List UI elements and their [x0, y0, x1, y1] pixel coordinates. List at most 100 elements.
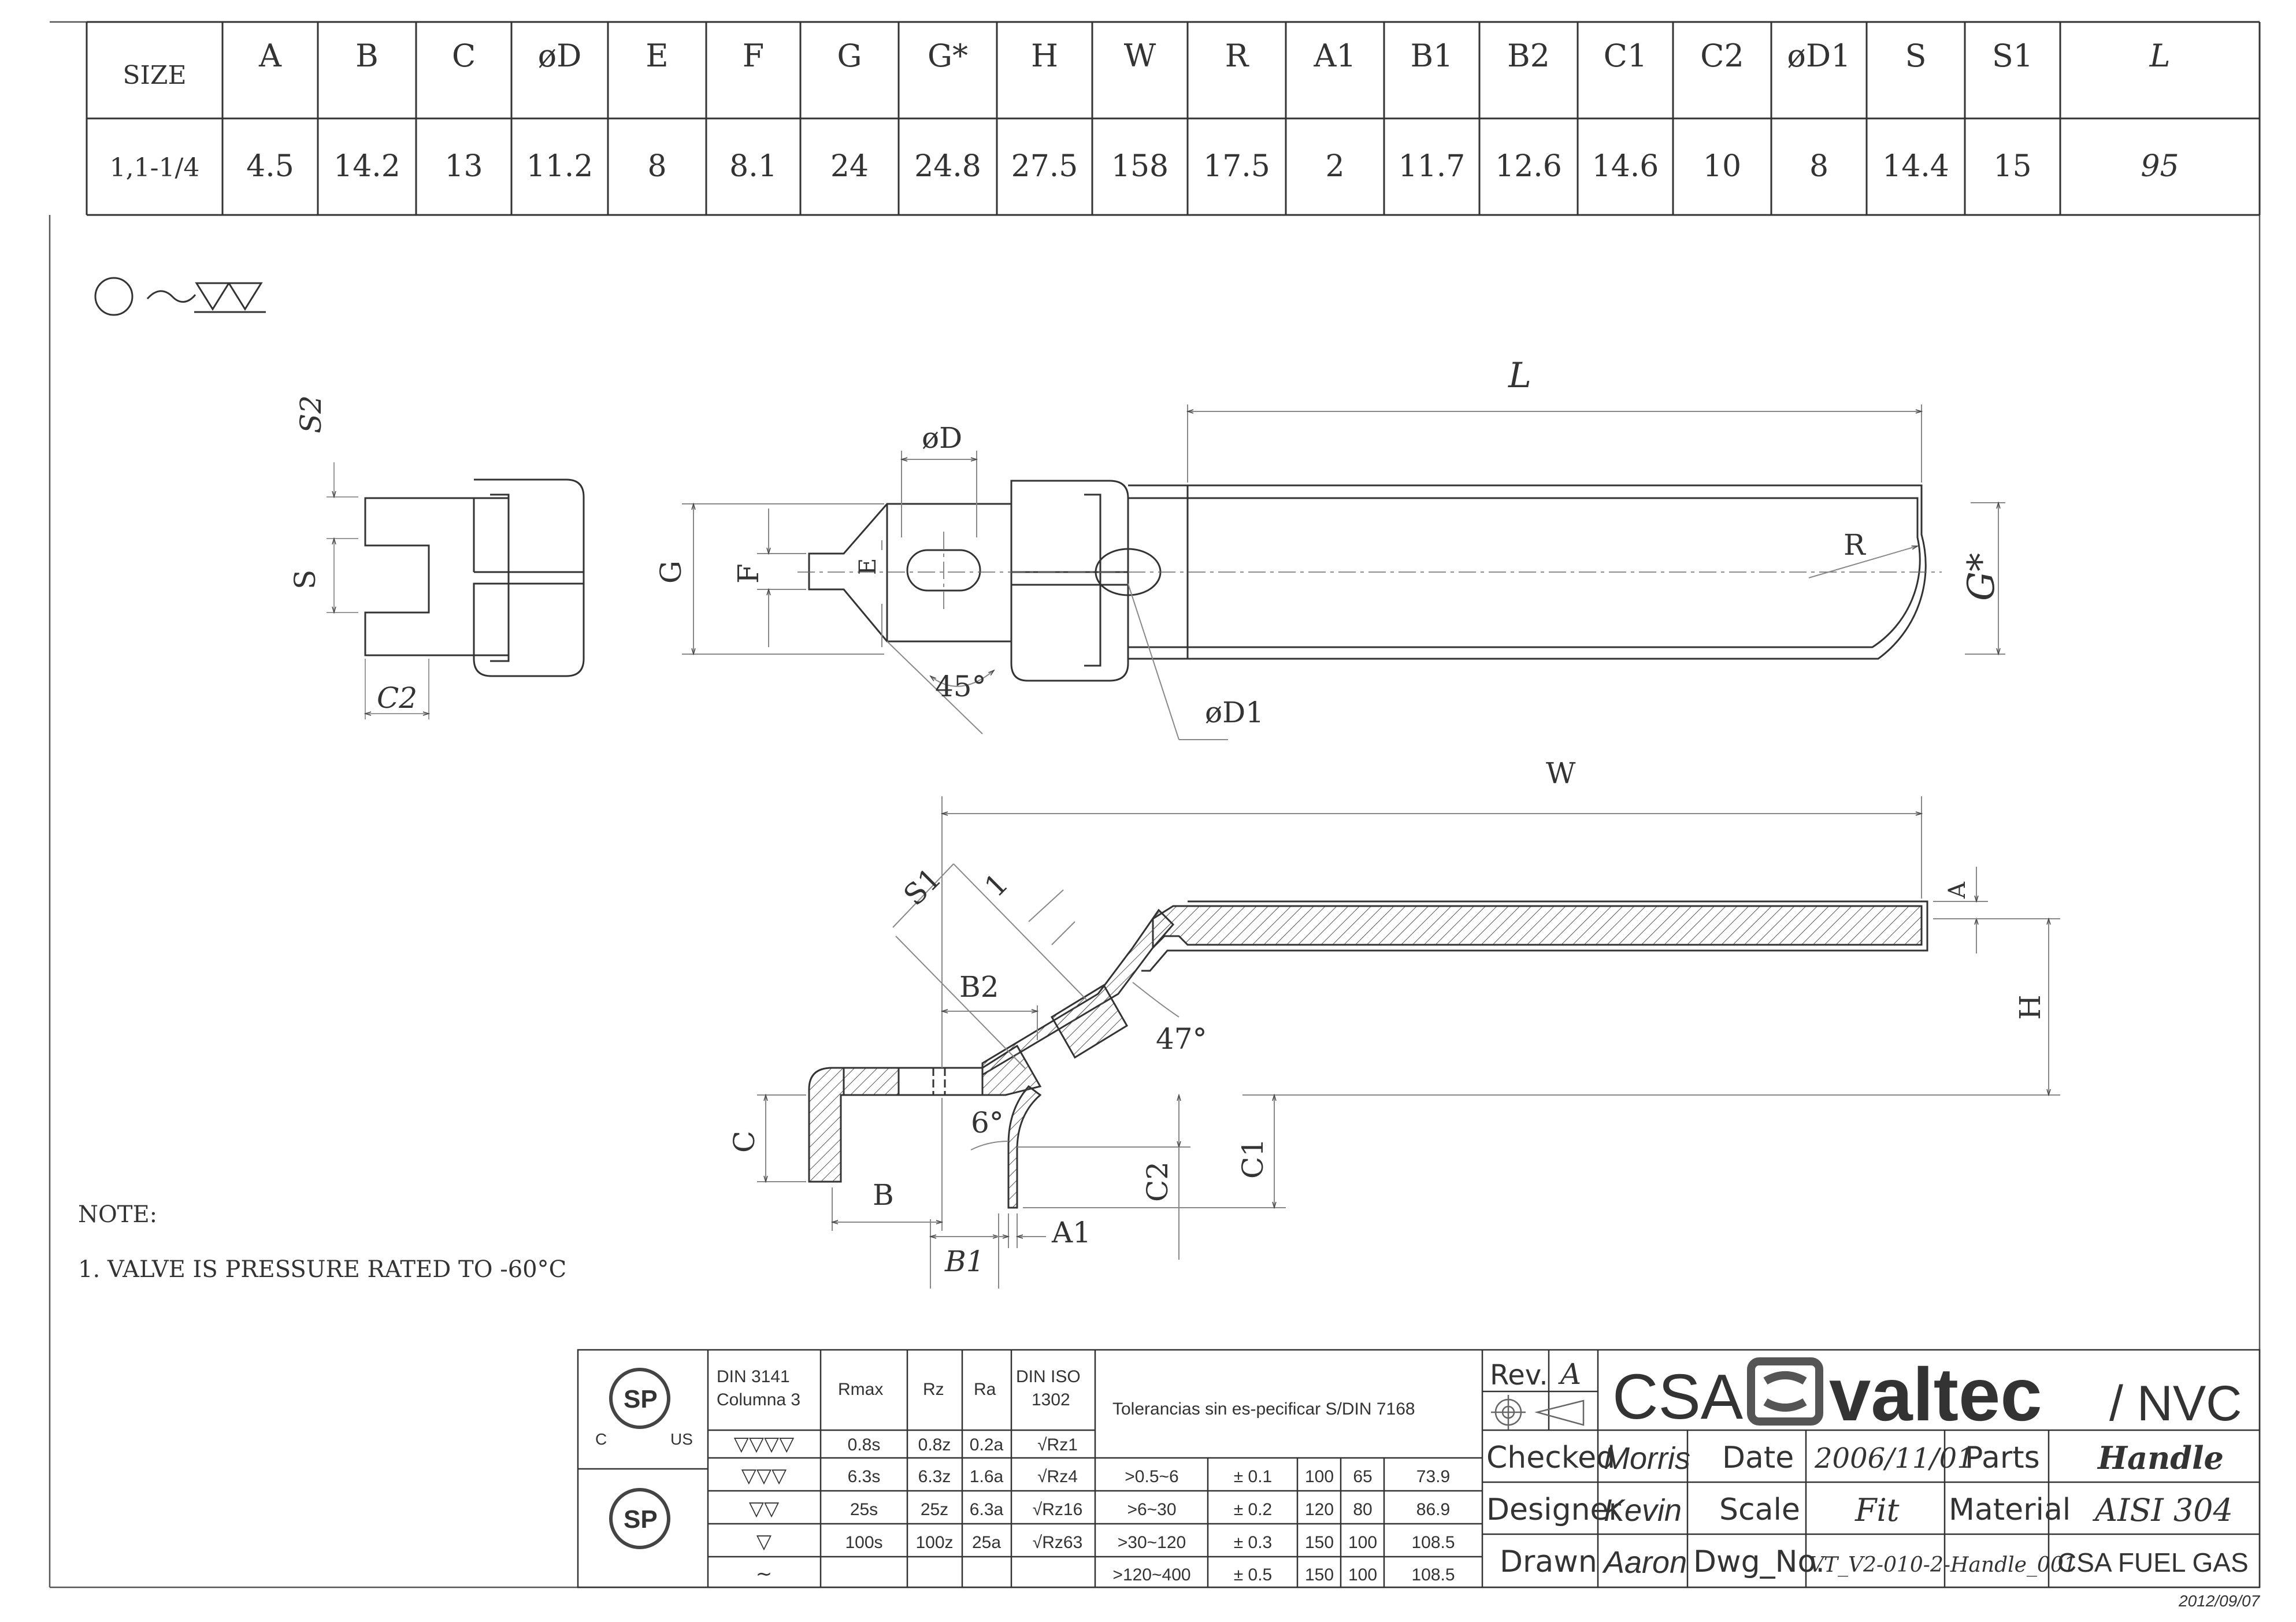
tol-rz-2: 25z	[921, 1500, 948, 1519]
tol-ra-3: 25a	[972, 1533, 1001, 1552]
hdr-rz: Rz	[923, 1380, 944, 1399]
drawn-value: Aaron	[1602, 1545, 1687, 1580]
label-c2-top: C2	[377, 681, 417, 715]
dim-value-14: 12.6	[1495, 149, 1562, 184]
dim-header-7: G	[837, 38, 862, 74]
tol-iso-0: √Rz1	[1037, 1435, 1078, 1454]
tol-b-1: 65	[1353, 1467, 1372, 1486]
rev-value: A	[1558, 1357, 1581, 1391]
spec-value: CSA FUEL GAS	[2057, 1547, 2249, 1578]
tol-range-3: >30~120	[1118, 1533, 1186, 1552]
label-w: W	[1546, 756, 1576, 790]
tol-tol-2: ± 0.2	[1234, 1500, 1273, 1519]
side-view	[808, 900, 1928, 1209]
end-view-dimensions	[327, 462, 429, 719]
tol-range-2: >6~30	[1127, 1500, 1176, 1519]
dim-header-20: L	[2149, 38, 2171, 74]
label-c1: C1	[1236, 1138, 1270, 1179]
label-a1: A1	[1051, 1216, 1091, 1249]
brand-nvc: / NVC	[2109, 1376, 2242, 1431]
cert-mark-1: SP	[624, 1385, 658, 1413]
dim-value-20: 95	[2141, 149, 2179, 184]
note-heading: NOTE:	[78, 1201, 157, 1228]
tol-sym-2: ▽▽	[749, 1498, 780, 1520]
label-phid1: øD1	[1205, 696, 1264, 729]
dim-value-9: 27.5	[1011, 149, 1078, 184]
dim-value-2: 14.2	[333, 149, 400, 184]
title-block: SP SP C US DIN 3141 Columna 3 Rmax Rz Ra…	[577, 1349, 2261, 1588]
dim-header-2: B	[355, 38, 379, 74]
rev-label: Rev.	[1490, 1359, 1548, 1391]
label-one: 1	[978, 867, 1015, 904]
projection-symbol	[1491, 1395, 1585, 1430]
dim-value-11: 17.5	[1203, 149, 1270, 184]
checked-value: Morris	[1604, 1441, 1690, 1476]
dim-value-1: 4.5	[246, 149, 294, 184]
label-phid: øD	[922, 421, 962, 455]
material-value: AISI 304	[2092, 1492, 2233, 1528]
dim-value-5: 8	[647, 149, 666, 184]
designer-label: Designer	[1486, 1493, 1622, 1527]
cert-c: C	[595, 1430, 607, 1448]
tol-sym-0: ▽▽▽▽	[734, 1433, 795, 1455]
dim-header-16: C2	[1700, 38, 1744, 74]
tol-sym-1: ▽▽▽	[741, 1465, 787, 1487]
dim-value-15: 14.6	[1592, 149, 1659, 184]
label-g: G	[654, 561, 688, 584]
tol-b-2: 80	[1353, 1500, 1372, 1519]
dim-value-18: 14.4	[1882, 149, 1949, 184]
label-gstar: G*	[1960, 553, 2003, 601]
tol-tol-4: ± 0.5	[1234, 1565, 1273, 1584]
designer-value: Kevin	[1604, 1493, 1682, 1528]
plan-view-centerlines	[798, 532, 1942, 613]
dim-header-9: H	[1031, 38, 1058, 74]
dim-value-16: 10	[1703, 149, 1741, 184]
brand-csa: CSA	[1612, 1361, 1744, 1432]
dim-header-14: B2	[1507, 38, 1550, 74]
label-b1: B1	[944, 1245, 985, 1278]
label-s2: S2	[294, 395, 328, 433]
dim-value-13: 11.7	[1399, 149, 1466, 184]
dim-value-17: 8	[1809, 149, 1828, 184]
dim-header-12: A1	[1313, 38, 1356, 74]
scale-value: Fit	[1854, 1492, 1900, 1528]
label-s: S	[288, 570, 322, 589]
dim-header-5: E	[646, 38, 668, 74]
tol-a-3: 150	[1305, 1533, 1334, 1552]
label-45: 45°	[935, 670, 986, 703]
material-label: Material	[1949, 1493, 2071, 1527]
tol-sym-4: ∼	[756, 1563, 773, 1585]
dim-header-8: G*	[928, 38, 968, 74]
label-a: A	[1944, 881, 1971, 899]
surface-finish-symbol	[94, 277, 266, 316]
tol-rz-3: 100z	[915, 1533, 953, 1552]
print-date: 2012/09/07	[2178, 1592, 2261, 1610]
dim-value-8: 24.8	[914, 149, 981, 184]
dim-header-11: R	[1225, 38, 1249, 74]
dim-value-3: 13	[444, 149, 483, 184]
plan-view-dimensions	[682, 404, 2005, 740]
hdr-tolerancias: Tolerancias sin es-pecificar S/DIN 7168	[1112, 1400, 1415, 1419]
parts-value: Handle	[2097, 1439, 2224, 1476]
tol-ra-2: 6.3a	[970, 1500, 1004, 1519]
tol-sym-3: ▽	[756, 1531, 772, 1553]
tol-rmax-1: 6.3s	[848, 1467, 881, 1486]
tol-rmax-3: 100s	[845, 1533, 882, 1552]
dim-value-4: 11.2	[526, 149, 594, 184]
tol-iso-2: √Rz16	[1033, 1500, 1083, 1519]
plan-view	[808, 480, 1927, 682]
tol-rmax-0: 0.8s	[848, 1435, 881, 1454]
tol-rz-1: 6.3z	[918, 1467, 951, 1486]
dim-header-19: S1	[1992, 38, 2033, 74]
tol-b-4: 100	[1348, 1565, 1377, 1584]
dim-value-7: 24	[830, 149, 869, 184]
tol-a-4: 150	[1305, 1565, 1334, 1584]
scale-label: Scale	[1719, 1493, 1800, 1527]
label-h: H	[2013, 994, 2047, 1020]
dim-value-6: 8.1	[729, 149, 777, 184]
tol-iso-1: √Rz4	[1037, 1467, 1078, 1486]
tol-a-2: 120	[1305, 1500, 1334, 1519]
dim-value-19: 15	[1993, 149, 2031, 184]
tol-a-1: 100	[1305, 1467, 1334, 1486]
